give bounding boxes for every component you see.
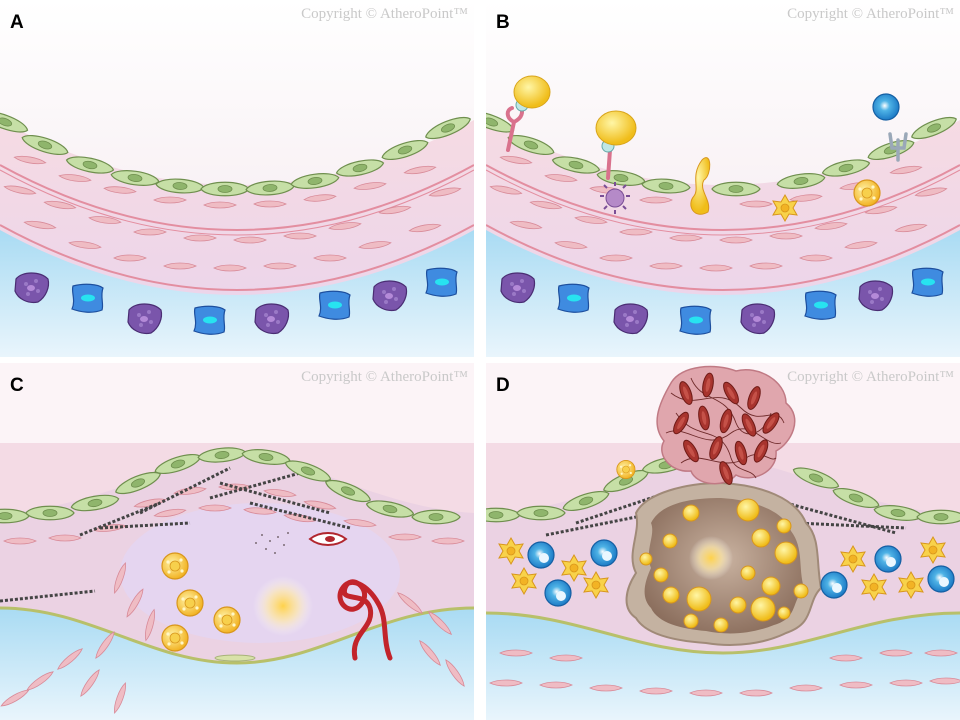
coiled-microvessel bbox=[337, 579, 393, 661]
elastic-line bbox=[486, 169, 960, 236]
copyright-watermark: Copyright © AtheroPoint™ bbox=[787, 6, 954, 22]
panel-b-illustration bbox=[486, 0, 960, 357]
core-foam-cells bbox=[616, 459, 809, 633]
panel-a-normal-artery: A Copyright © AtheroPoint™ bbox=[0, 0, 474, 357]
panel-c-fatty-streak: C Copyright © AtheroPoint™ bbox=[0, 363, 474, 720]
panel-label: D bbox=[496, 375, 510, 396]
internal-elastic-lamina bbox=[486, 164, 960, 231]
internal-elastic-lamina bbox=[0, 164, 474, 231]
panel-b-monocyte-adhesion: B Copyright © AtheroPoint™ bbox=[486, 0, 960, 357]
copyright-watermark: Copyright © AtheroPoint™ bbox=[301, 369, 468, 385]
adhesion-molecule-mid bbox=[595, 110, 637, 180]
panel-d-plaque-rupture-thrombus: D Copyright © AtheroPoint™ bbox=[486, 363, 960, 720]
collagen-fibers bbox=[545, 491, 907, 537]
panel-label: C bbox=[10, 375, 24, 396]
adventitia-layer bbox=[486, 613, 960, 720]
external-elastic-lamina bbox=[486, 224, 960, 291]
internal-elastic-lamina bbox=[486, 611, 960, 655]
collagen-fibers bbox=[0, 466, 351, 603]
lumen-highlight bbox=[0, 363, 474, 443]
external-elastic-lamina bbox=[0, 224, 474, 291]
internal-elastic-lamina bbox=[0, 606, 474, 665]
adhesion-molecule-left bbox=[505, 75, 551, 152]
flat-cell bbox=[214, 654, 256, 662]
panel-d-illustration bbox=[486, 363, 960, 720]
copyright-watermark: Copyright © AtheroPoint™ bbox=[301, 6, 468, 22]
panel-label: A bbox=[10, 12, 24, 33]
panel-a-illustration bbox=[0, 0, 474, 357]
elastic-line bbox=[0, 169, 474, 236]
adventitia-layer bbox=[486, 230, 960, 357]
red-eye-cell bbox=[308, 532, 348, 546]
thrombus bbox=[656, 365, 796, 487]
purple-activated-cell bbox=[600, 182, 630, 214]
lipid-release-glow bbox=[253, 576, 313, 636]
adventitia-layer bbox=[0, 230, 474, 357]
panel-label: B bbox=[496, 12, 510, 33]
copyright-watermark: Copyright © AtheroPoint™ bbox=[787, 369, 954, 385]
lymphocyte-with-receptor bbox=[872, 93, 908, 162]
lipid-particles bbox=[255, 532, 289, 554]
panel-c-illustration bbox=[0, 363, 474, 720]
transmigrating-monocyte bbox=[690, 157, 711, 215]
foam-cell bbox=[853, 179, 881, 207]
